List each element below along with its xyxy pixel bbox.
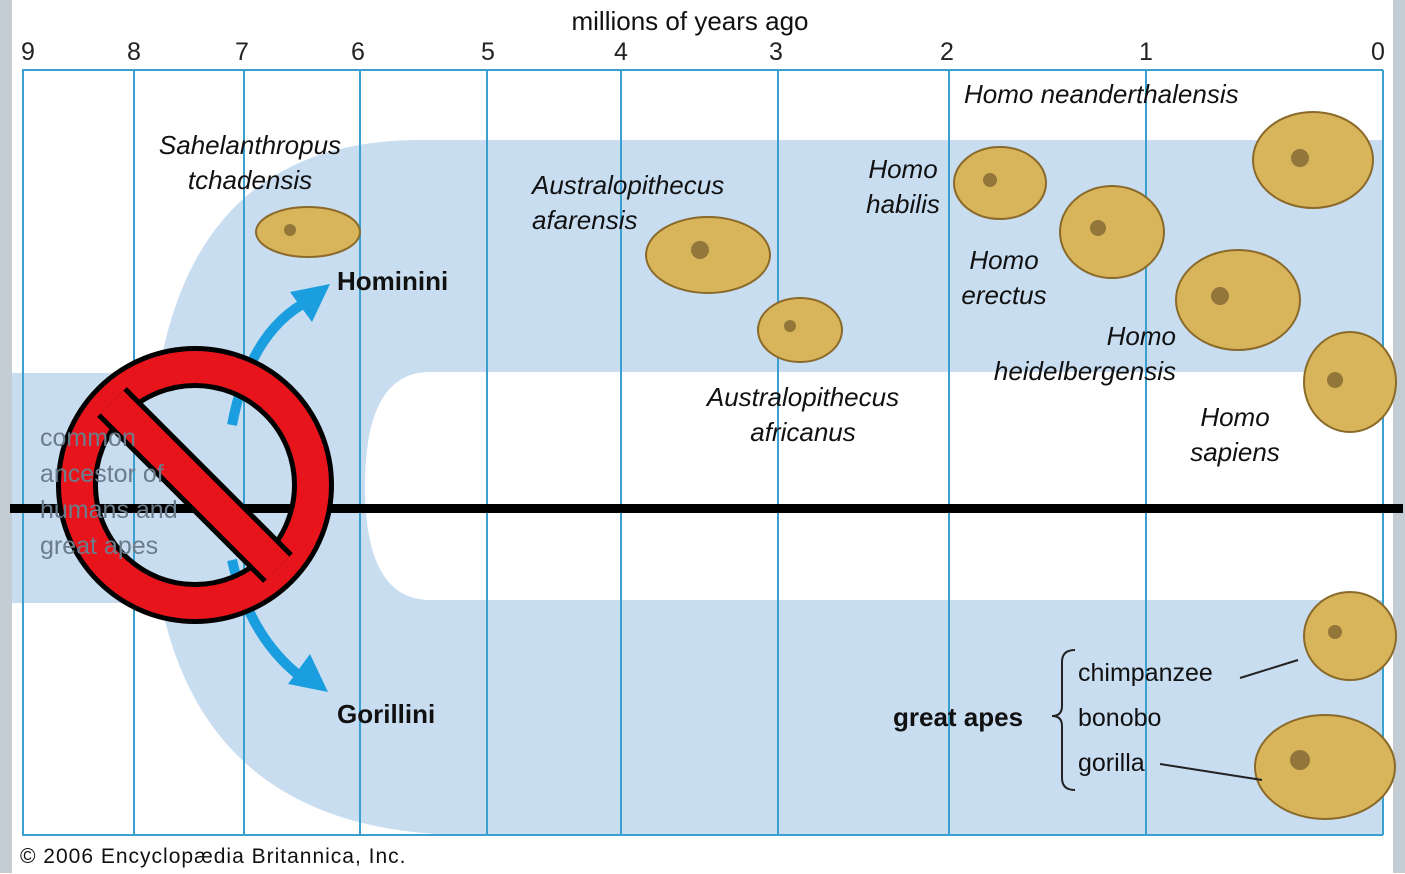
skull-africanus <box>758 298 842 362</box>
label-sapiens: Homo sapiens <box>1180 400 1290 470</box>
tick-3: 3 <box>756 38 796 67</box>
label-africanus: Australopithecus africanus <box>688 380 918 450</box>
tick-6: 6 <box>338 38 378 67</box>
skull-sahelanthropus <box>256 207 360 257</box>
tick-9: 9 <box>8 38 48 67</box>
skull-erectus <box>1060 186 1164 278</box>
skull-chimpanzee <box>1304 592 1396 680</box>
tick-1: 1 <box>1126 38 1166 67</box>
tick-2: 2 <box>927 38 967 67</box>
label-hominini: Hominini <box>337 264 448 298</box>
tick-8: 8 <box>114 38 154 67</box>
label-sahelanthropus: Sahelanthropus tchadensis <box>140 128 360 198</box>
label-gorilla: gorilla <box>1078 746 1145 780</box>
label-neanderthalensis: Homo neanderthalensis <box>964 77 1239 111</box>
label-heidelbergensis: Homo heidelbergensis <box>962 319 1176 389</box>
label-habilis: Homo habilis <box>848 152 958 222</box>
label-bonobo: bonobo <box>1078 701 1161 735</box>
label-common-ancestor: common ancestor of humans and great apes <box>40 420 190 564</box>
skull-neanderthalensis <box>1253 112 1373 208</box>
label-afarensis: Australopithecus afarensis <box>532 168 762 238</box>
skull-habilis <box>954 147 1046 219</box>
skull-heidelbergensis <box>1176 250 1300 350</box>
label-chimpanzee: chimpanzee <box>1078 656 1213 690</box>
copyright-notice: © 2006 Encyclopædia Britannica, Inc. <box>20 840 407 874</box>
tick-7: 7 <box>222 38 262 67</box>
axis-title: millions of years ago <box>490 4 890 38</box>
tick-0: 0 <box>1358 38 1398 67</box>
label-gorillini: Gorillini <box>337 697 435 731</box>
tick-5: 5 <box>468 38 508 67</box>
label-great-apes: great apes <box>893 700 1023 734</box>
label-erectus: Homo erectus <box>948 243 1060 313</box>
skull-sapiens <box>1304 332 1396 432</box>
skull-gorilla <box>1255 715 1395 819</box>
tick-4: 4 <box>601 38 641 67</box>
